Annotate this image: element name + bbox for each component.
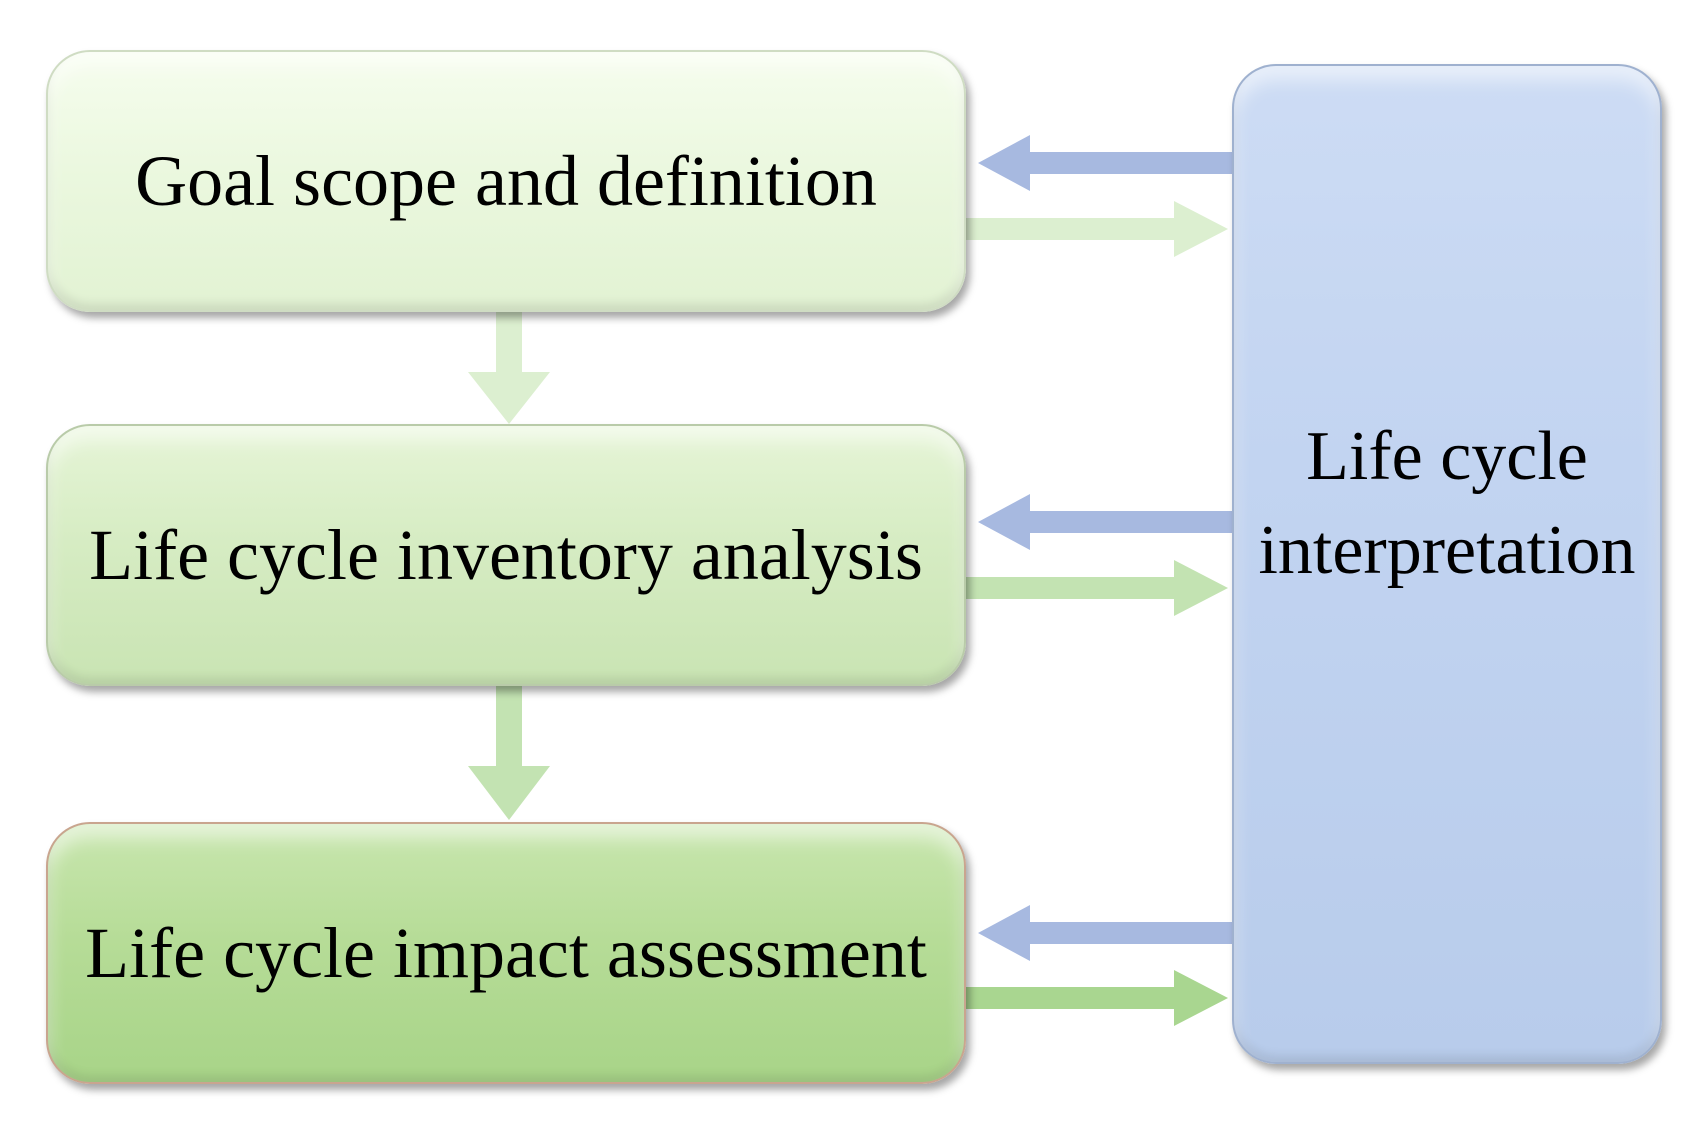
arrow-interpretation-to-inventory bbox=[978, 494, 1232, 550]
interpretation-label: Life cycle interpretation bbox=[1258, 410, 1635, 599]
goal-scope-definition-box: Goal scope and definition bbox=[46, 50, 966, 312]
arrow-goal-to-inventory bbox=[468, 312, 550, 424]
arrow-inventory-to-interpretation bbox=[966, 560, 1228, 616]
goal-scope-definition-label: Goal scope and definition bbox=[135, 141, 877, 221]
impact-assessment-label: Life cycle impact assessment bbox=[85, 913, 927, 993]
arrow-inventory-to-impact bbox=[468, 686, 550, 820]
interpretation-label-line-1: Life cycle bbox=[1306, 417, 1588, 495]
arrow-goal-to-interpretation bbox=[966, 201, 1228, 257]
inventory-analysis-label: Life cycle inventory analysis bbox=[89, 515, 923, 595]
arrow-interpretation-to-goal bbox=[978, 135, 1232, 191]
arrow-interpretation-to-impact bbox=[978, 905, 1232, 961]
arrow-impact-to-interpretation bbox=[966, 970, 1228, 1026]
impact-assessment-box: Life cycle impact assessment bbox=[46, 822, 966, 1084]
interpretation-box: Life cycle interpretation bbox=[1232, 64, 1662, 1064]
interpretation-label-line-2: interpretation bbox=[1258, 512, 1636, 589]
inventory-analysis-box: Life cycle inventory analysis bbox=[46, 424, 966, 686]
